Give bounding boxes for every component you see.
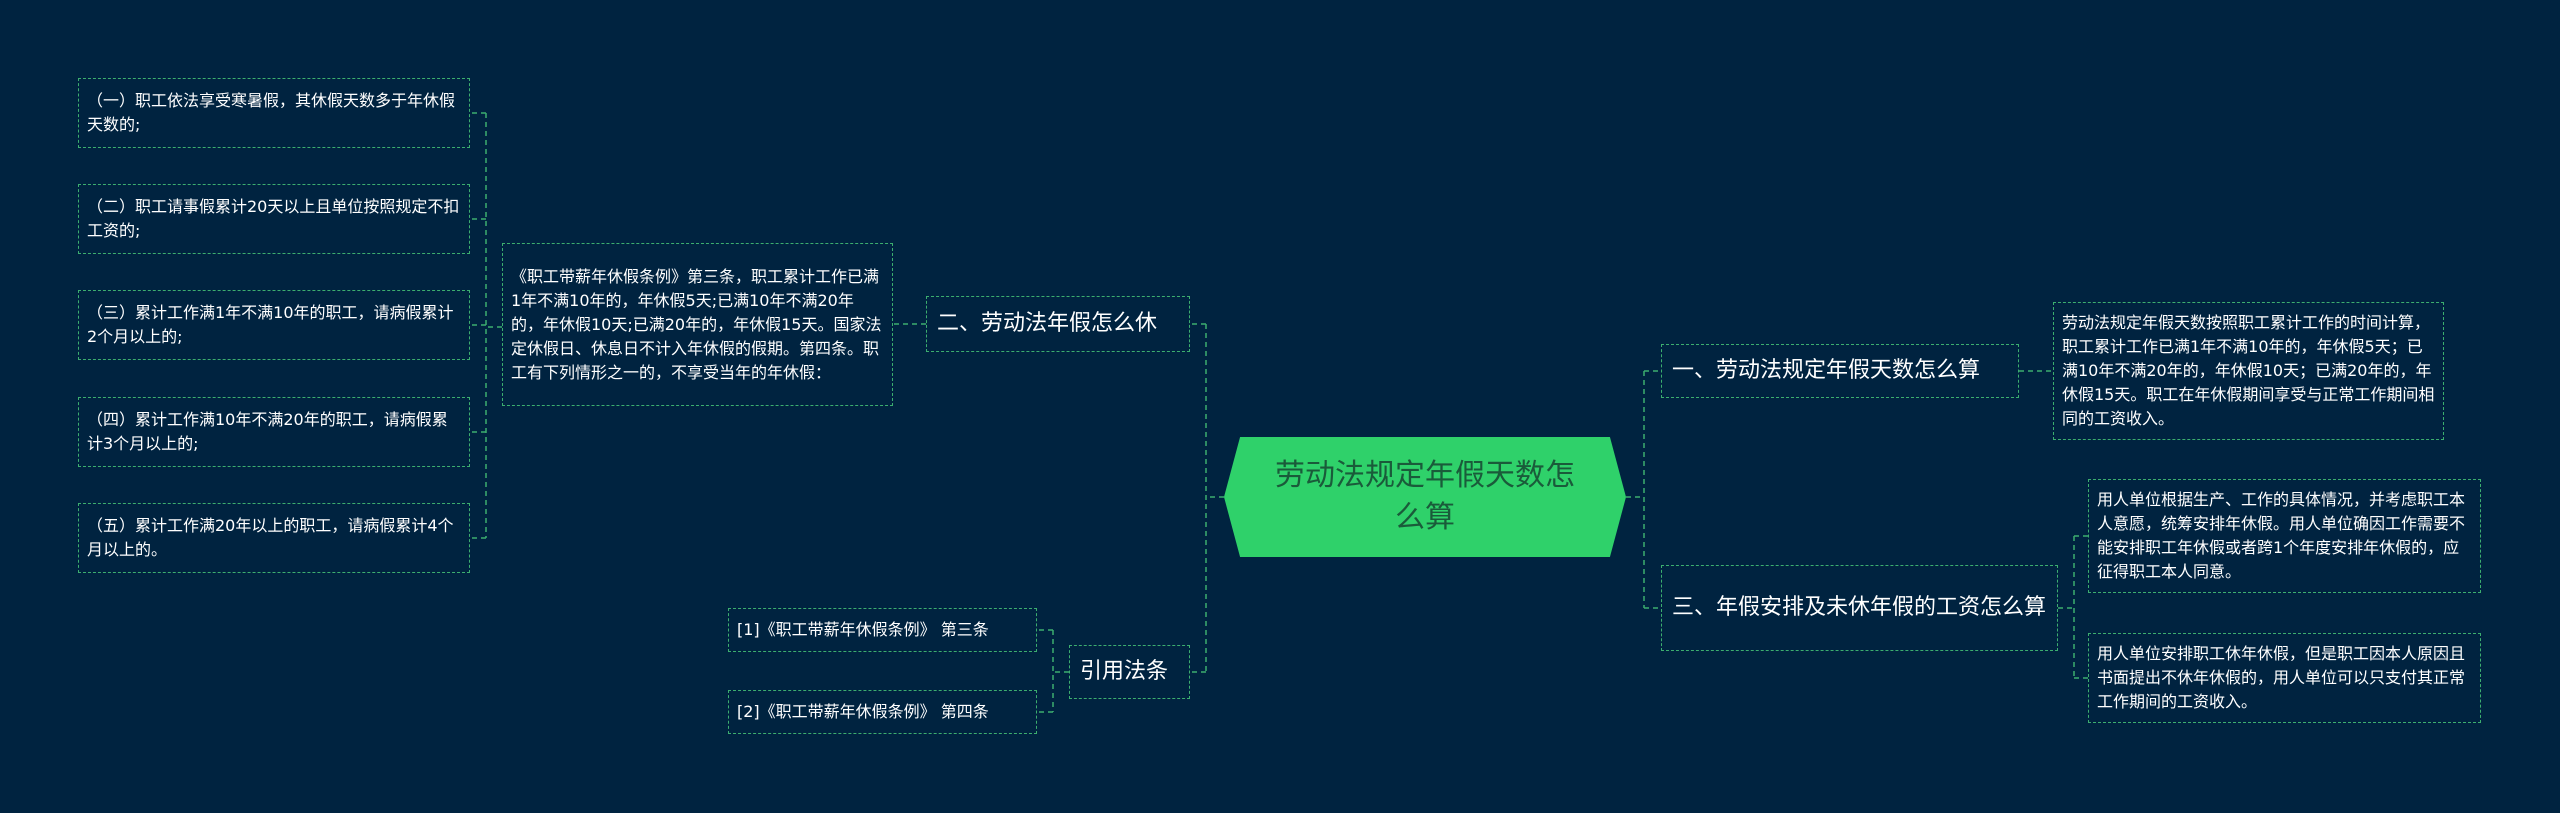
arrangement-detail[interactable]: 用人单位根据生产、工作的具体情况，并考虑职工本人意愿，统筹安排年休假。用人单位确… <box>2088 479 2481 593</box>
root-topic-label: 劳动法规定年假天数怎么算 <box>1275 458 1575 535</box>
arrangement-detail-text: 用人单位根据生产、工作的具体情况，并考虑职工本人意愿，统筹安排年休假。用人单位确… <box>2097 490 2466 581</box>
cited-law-1-text: [1]《职工带薪年休假条例》 第三条 <box>737 620 989 639</box>
branch-how-to-take-leave[interactable]: 二、劳动法年假怎么休 <box>926 296 1190 352</box>
exception-item-2[interactable]: （二）职工请事假累计20天以上且单位按照规定不扣工资的; <box>78 184 470 254</box>
calculation-detail-text: 劳动法规定年假天数按照职工累计工作的时间计算，职工累计工作已满1年不满10年的，… <box>2062 313 2435 428</box>
exception-item-5[interactable]: （五）累计工作满20年以上的职工，请病假累计4个月以上的。 <box>78 503 470 573</box>
exception-item-3[interactable]: （三）累计工作满1年不满10年的职工，请病假累计2个月以上的; <box>78 290 470 360</box>
exception-item-4[interactable]: （四）累计工作满10年不满20年的职工，请病假累计3个月以上的; <box>78 397 470 467</box>
exception-item-5-text: （五）累计工作满20年以上的职工，请病假累计4个月以上的。 <box>87 516 454 559</box>
exception-item-1-text: （一）职工依法享受寒暑假，其休假天数多于年休假天数的; <box>87 91 456 134</box>
cited-law-2-text: [2]《职工带薪年休假条例》 第四条 <box>737 702 989 721</box>
calculation-detail[interactable]: 劳动法规定年假天数按照职工累计工作的时间计算，职工累计工作已满1年不满10年的，… <box>2053 302 2444 440</box>
branch-arrangement-and-pay-label: 三、年假安排及未休年假的工资怎么算 <box>1672 595 2047 620</box>
branch-cited-laws[interactable]: 引用法条 <box>1069 645 1190 699</box>
cited-law-1[interactable]: [1]《职工带薪年休假条例》 第三条 <box>728 608 1037 652</box>
exception-item-4-text: （四）累计工作满10年不满20年的职工，请病假累计3个月以上的; <box>87 410 448 453</box>
exception-item-1[interactable]: （一）职工依法享受寒暑假，其休假天数多于年休假天数的; <box>78 78 470 148</box>
exception-item-2-text: （二）职工请事假累计20天以上且单位按照规定不扣工资的; <box>87 197 460 240</box>
exception-item-3-text: （三）累计工作满1年不满10年的职工，请病假累计2个月以上的; <box>87 303 454 346</box>
branch-how-to-take-leave-label: 二、劳动法年假怎么休 <box>937 311 1158 336</box>
cited-law-2[interactable]: [2]《职工带薪年休假条例》 第四条 <box>728 690 1037 734</box>
branch-arrangement-and-pay[interactable]: 三、年假安排及未休年假的工资怎么算 <box>1661 565 2058 651</box>
branch-cited-laws-label: 引用法条 <box>1080 659 1169 684</box>
unused-leave-pay-detail-text: 用人单位安排职工休年休假，但是职工因本人原因且书面提出不休年休假的，用人单位可以… <box>2097 644 2466 711</box>
leave-regulation-detail[interactable]: 《职工带薪年休假条例》第三条，职工累计工作已满1年不满10年的，年休假5天;已满… <box>502 243 893 406</box>
branch-how-to-calculate[interactable]: 一、劳动法规定年假天数怎么算 <box>1661 344 2019 398</box>
branch-how-to-calculate-label: 一、劳动法规定年假天数怎么算 <box>1672 358 1981 383</box>
root-topic[interactable]: 劳动法规定年假天数怎么算 <box>1224 437 1626 557</box>
leave-regulation-detail-text: 《职工带薪年休假条例》第三条，职工累计工作已满1年不满10年的，年休假5天;已满… <box>511 266 882 382</box>
unused-leave-pay-detail[interactable]: 用人单位安排职工休年休假，但是职工因本人原因且书面提出不休年休假的，用人单位可以… <box>2088 633 2481 723</box>
